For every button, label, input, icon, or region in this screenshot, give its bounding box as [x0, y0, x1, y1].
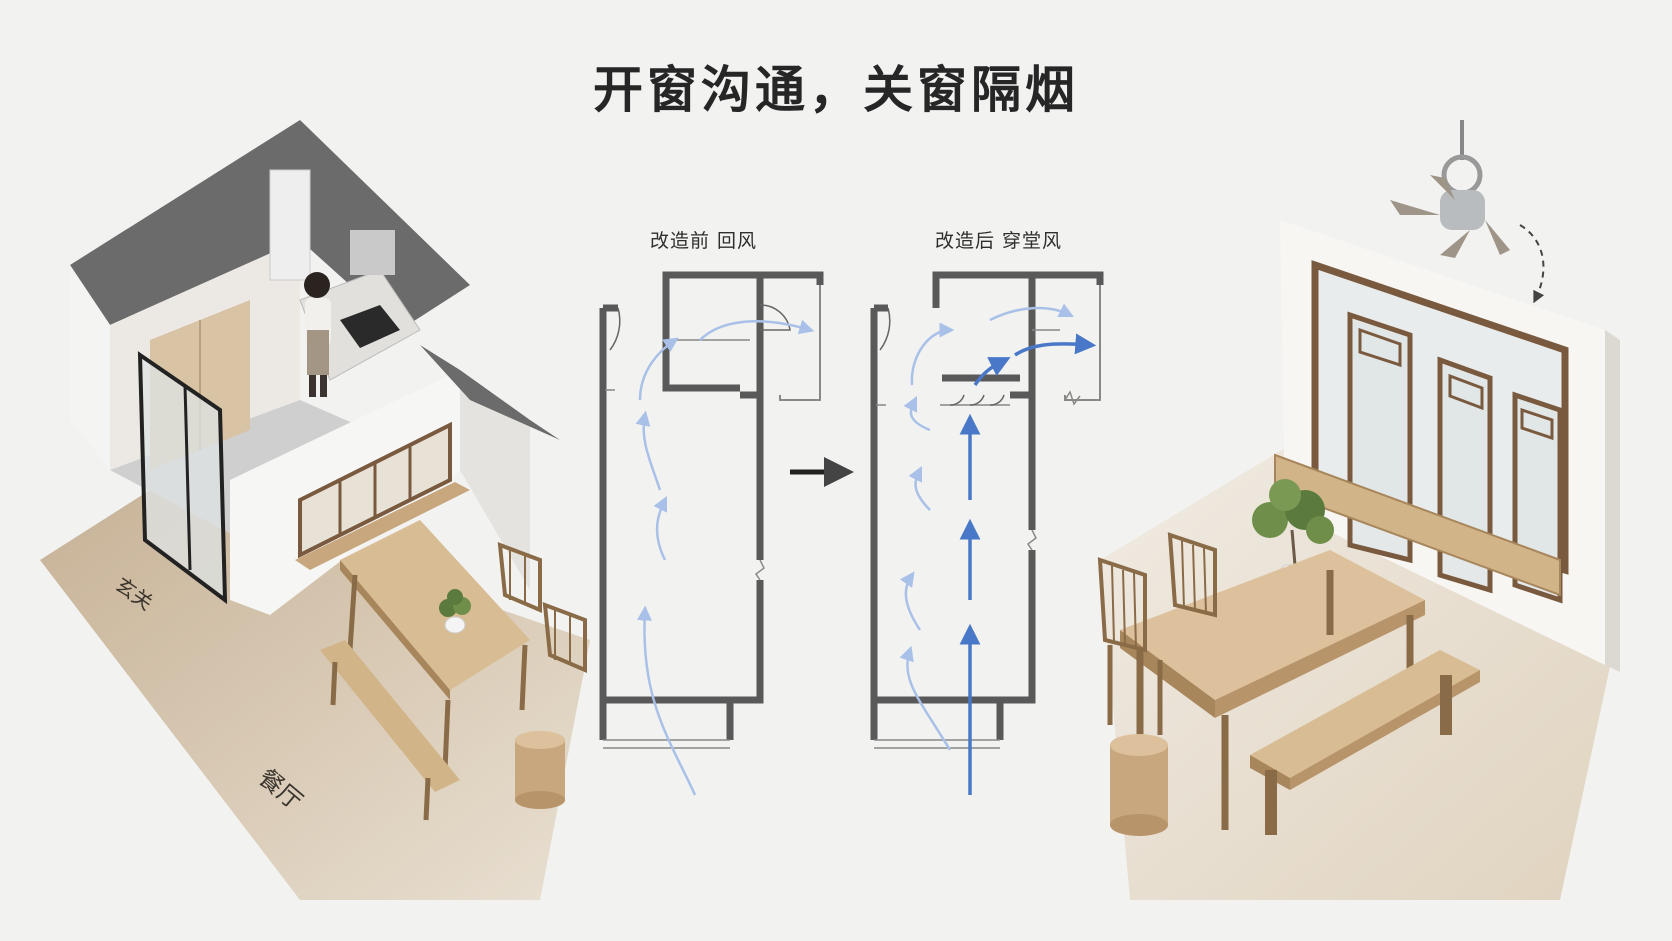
- plan-before: [599, 271, 824, 796]
- left-isometric-kitchen: [40, 120, 590, 900]
- chair-left-2: [542, 601, 587, 674]
- wooden-stool-right: [1110, 734, 1168, 836]
- chair-left-1: [497, 541, 542, 614]
- person-cooking: [304, 272, 331, 397]
- dining-floor: [40, 490, 590, 900]
- dining-table-right: [1120, 550, 1425, 830]
- glass-sliding-door: [137, 351, 228, 605]
- ceiling-fan-icon: [1390, 120, 1510, 258]
- dashed-curve-arrow-icon: [1519, 224, 1545, 304]
- before-airflow-arrows: [635, 319, 815, 796]
- wooden-stool-left: [515, 731, 565, 809]
- outer-wall-left: [70, 265, 110, 470]
- chair-right-1: [1097, 557, 1163, 735]
- plan-after: [870, 271, 1104, 795]
- stove: [340, 305, 400, 348]
- bench-left: [320, 640, 460, 821]
- potted-plant-right: [1252, 479, 1334, 604]
- side-wall: [460, 370, 530, 590]
- dining-table-left: [340, 520, 530, 771]
- range-hood: [350, 230, 395, 275]
- front-wall-cap: [420, 345, 560, 440]
- kitchen-window: [295, 421, 470, 570]
- plan-before-label: 改造前 回风: [650, 230, 758, 252]
- folding-windows: [1274, 260, 1569, 604]
- potted-plant-left: [439, 589, 471, 634]
- right-window-scene: [1097, 120, 1620, 900]
- page-title: 开窗沟通，关窗隔烟: [593, 61, 1079, 119]
- refrigerator: [269, 169, 311, 281]
- plan-after-label: 改造后 穿堂风: [935, 230, 1063, 252]
- bench-right: [1250, 650, 1480, 835]
- right-wall-edge: [1605, 330, 1620, 672]
- after-airflow-strong: [959, 333, 1097, 795]
- chair-right-2: [1167, 532, 1217, 618]
- after-airflow-light: [899, 303, 1075, 751]
